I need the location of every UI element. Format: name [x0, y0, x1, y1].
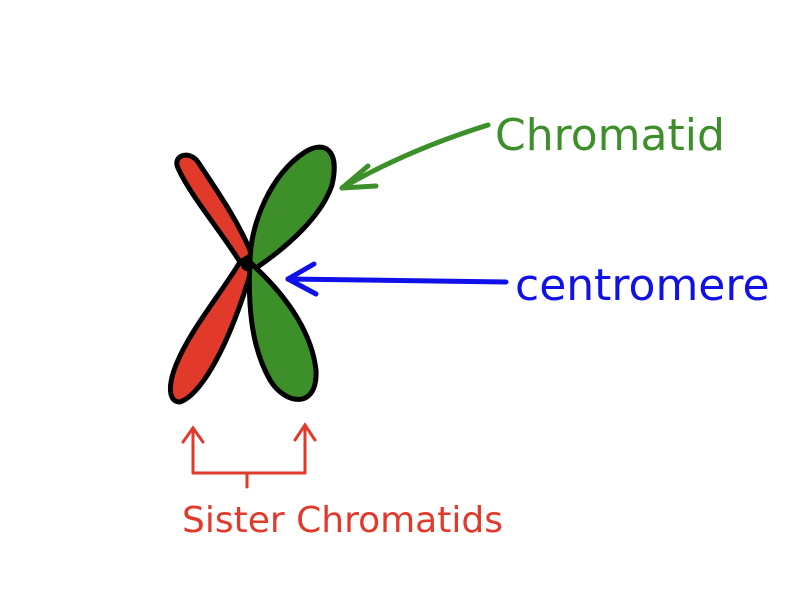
green-chromatid-lower-arm: [246, 259, 319, 402]
centromere-label: centromere: [515, 260, 770, 311]
chromatid-arrow: [339, 122, 491, 191]
centromere-arrow: [285, 261, 509, 297]
green-chromatid-upper-arm: [247, 144, 337, 271]
red-chromatid: [168, 152, 255, 405]
sister-chromatids-label: Sister Chromatids: [182, 500, 503, 541]
green-chromatid: [246, 144, 337, 402]
chromatid-label: Chromatid: [495, 110, 725, 161]
centromere-point: [241, 259, 253, 271]
red-chromatid-lower-arm: [168, 259, 255, 405]
red-chromatid-upper-arm: [174, 152, 255, 265]
sister-chromatids-bracket: [181, 422, 317, 489]
